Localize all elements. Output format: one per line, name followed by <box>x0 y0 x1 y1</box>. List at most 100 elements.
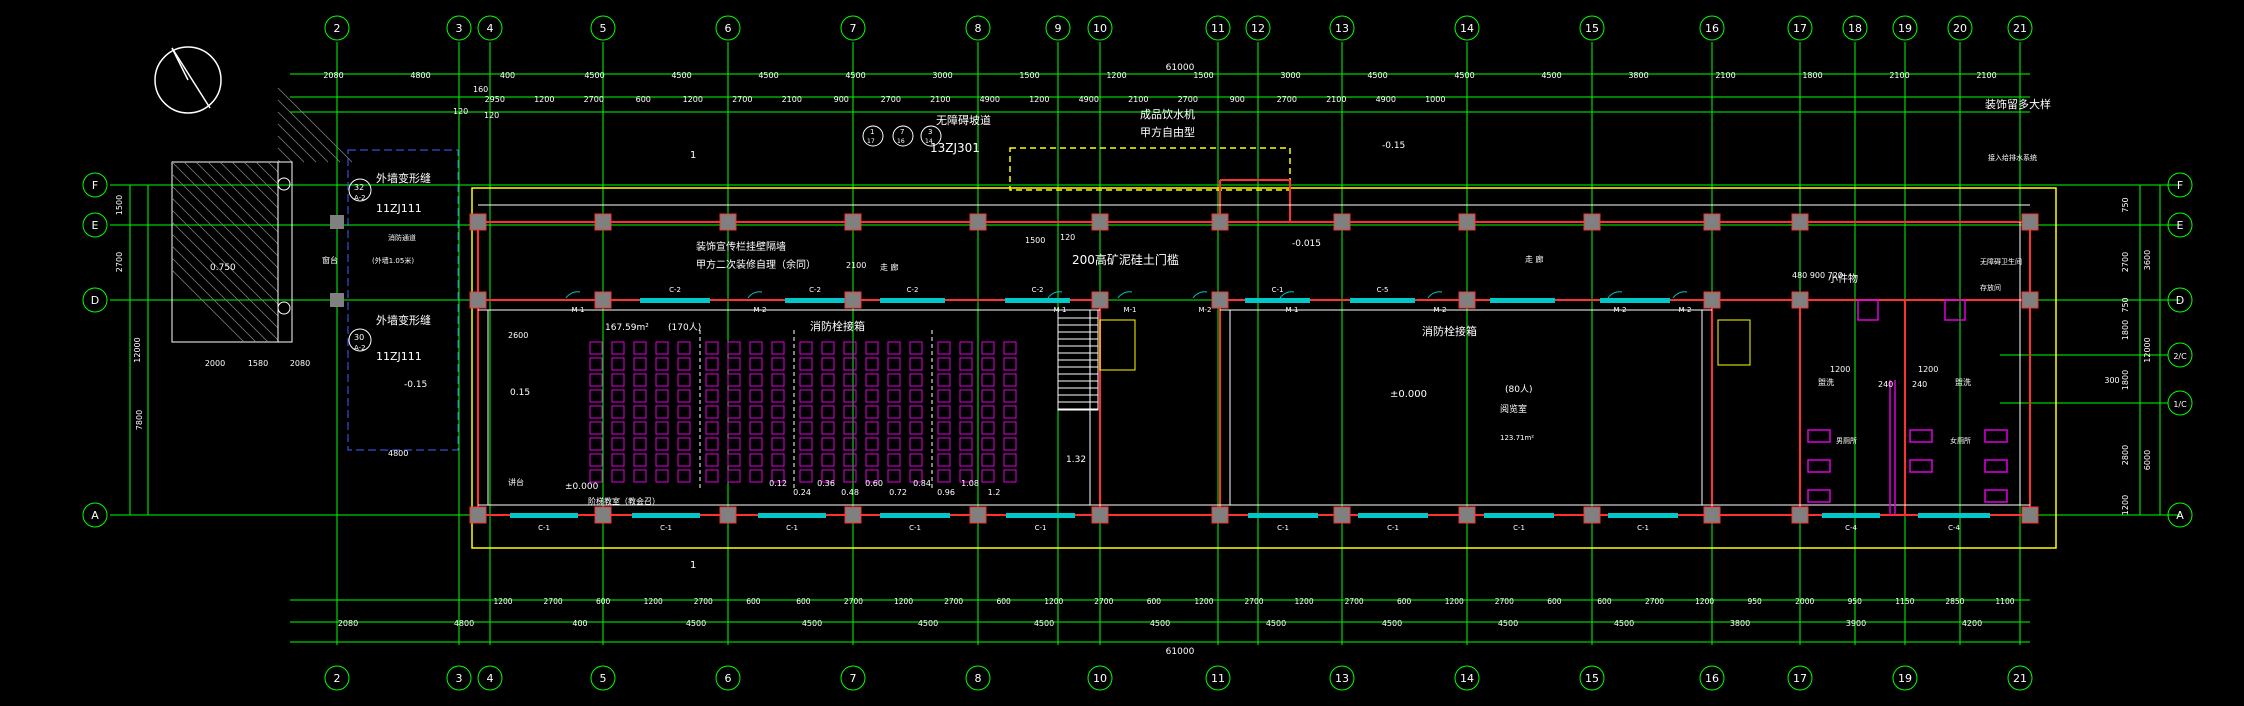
seat <box>727 405 741 419</box>
ref-2: 11ZJ111 <box>376 350 422 363</box>
seat <box>865 453 879 467</box>
right-dim: 300 <box>2104 376 2119 385</box>
axis-bubble-top-17 <box>1787 15 1813 41</box>
seat <box>633 469 647 483</box>
seat <box>887 341 901 355</box>
hatch-line <box>277 111 329 163</box>
entrance-canopy-outline <box>1009 147 1291 191</box>
toilet-5 <box>1909 459 1933 473</box>
axis-bubble-top-14 <box>1454 15 1480 41</box>
row-label-right: 1/C <box>2173 400 2187 409</box>
row-bubble-left-E <box>82 212 108 238</box>
seat <box>771 453 785 467</box>
axis-label-bottom: 4 <box>487 672 494 685</box>
top-dim-1: 1500 <box>1193 71 1213 80</box>
seat <box>749 357 763 371</box>
seat <box>843 421 857 435</box>
window <box>1005 298 1070 303</box>
column <box>719 506 737 524</box>
hatch-line <box>171 209 279 317</box>
stair-yellow-2 <box>1717 319 1751 366</box>
bottom-dim-2: 4500 <box>918 619 938 628</box>
door-swing <box>1117 291 1133 299</box>
seat <box>821 341 835 355</box>
toilet-6 <box>1984 429 2008 443</box>
door-swing <box>1607 291 1623 299</box>
axis-label-bottom: 16 <box>1705 672 1719 685</box>
hatch-line <box>171 173 279 281</box>
column <box>330 215 344 229</box>
entrance-note: 200高矿泥硅土门槛 <box>1072 252 1179 267</box>
axis-label-top: 12 <box>1251 22 1265 35</box>
seat <box>821 405 835 419</box>
seat <box>633 437 647 451</box>
door-swing <box>747 291 763 299</box>
dim-small-12: 240 <box>1878 380 1893 389</box>
bottom-dim-1: 2700 <box>544 597 563 606</box>
axis-label-top: 8 <box>975 22 982 35</box>
window <box>1245 298 1310 303</box>
right-dim: 2800 <box>2121 445 2130 465</box>
bottom-dim-1: 1200 <box>644 597 663 606</box>
hatch-line <box>171 269 245 343</box>
seat <box>887 421 901 435</box>
axis-label-bottom: 7 <box>850 672 857 685</box>
seat <box>981 437 995 451</box>
door-swing <box>1192 291 1208 299</box>
axis-label-bottom: 5 <box>600 672 607 685</box>
ramp-circle-1 <box>862 125 884 147</box>
column <box>1458 291 1476 309</box>
dim-small-3: 120 <box>484 111 499 120</box>
seat <box>705 469 719 483</box>
seat <box>887 389 901 403</box>
axis-bubble-bottom-5 <box>590 665 616 691</box>
window <box>1918 513 1990 518</box>
seat <box>611 389 625 403</box>
door-swing <box>1672 291 1688 299</box>
bottom-dim-1: 2850 <box>1945 597 1964 606</box>
seat <box>1003 453 1017 467</box>
wash-1: 盥洗 <box>1818 377 1834 387</box>
seat <box>749 469 763 483</box>
column <box>594 506 612 524</box>
door-tag: M-2 <box>1613 306 1626 314</box>
seat <box>727 469 741 483</box>
hatch-line <box>255 161 279 185</box>
seat <box>865 469 879 483</box>
bottom-dim-2: 4800 <box>454 619 474 628</box>
seat <box>705 405 719 419</box>
wash-2: 盥洗 <box>1955 377 1971 387</box>
window <box>632 513 700 518</box>
seat <box>727 437 741 451</box>
column <box>1791 291 1809 309</box>
column <box>594 291 612 309</box>
seat <box>677 405 691 419</box>
dim-small-4: 2600 <box>508 331 528 340</box>
axis-label-top: 17 <box>1793 22 1807 35</box>
seat <box>865 389 879 403</box>
seat <box>843 453 857 467</box>
hatch-line <box>171 161 279 269</box>
bottom-dim-2: 4500 <box>802 619 822 628</box>
top-dim-2: 2700 <box>732 95 752 104</box>
seat <box>677 421 691 435</box>
seat <box>1003 469 1017 483</box>
window-tag: C-2 <box>669 286 681 294</box>
seat <box>937 453 951 467</box>
ramp-num-3: 3 <box>928 128 932 136</box>
step-elevation-labels: 0.120.240.360.480.600.720.840.961.081.2 <box>769 479 1000 497</box>
toilet-4 <box>1909 429 1933 443</box>
window-tag: C-1 <box>660 524 672 532</box>
window <box>510 513 578 518</box>
seat <box>771 357 785 371</box>
axis-label-bottom: 2 <box>334 672 341 685</box>
axis-bubble-bottom-16 <box>1699 665 1725 691</box>
total-length-top: 61000 <box>1166 63 1195 73</box>
column <box>1583 506 1601 524</box>
hatch-line <box>171 233 279 341</box>
step-elevation: 1.2 <box>988 488 1001 497</box>
seat <box>821 437 835 451</box>
axis-bubble-bottom-21 <box>2007 665 2033 691</box>
top-dim-1: 1200 <box>1106 71 1126 80</box>
